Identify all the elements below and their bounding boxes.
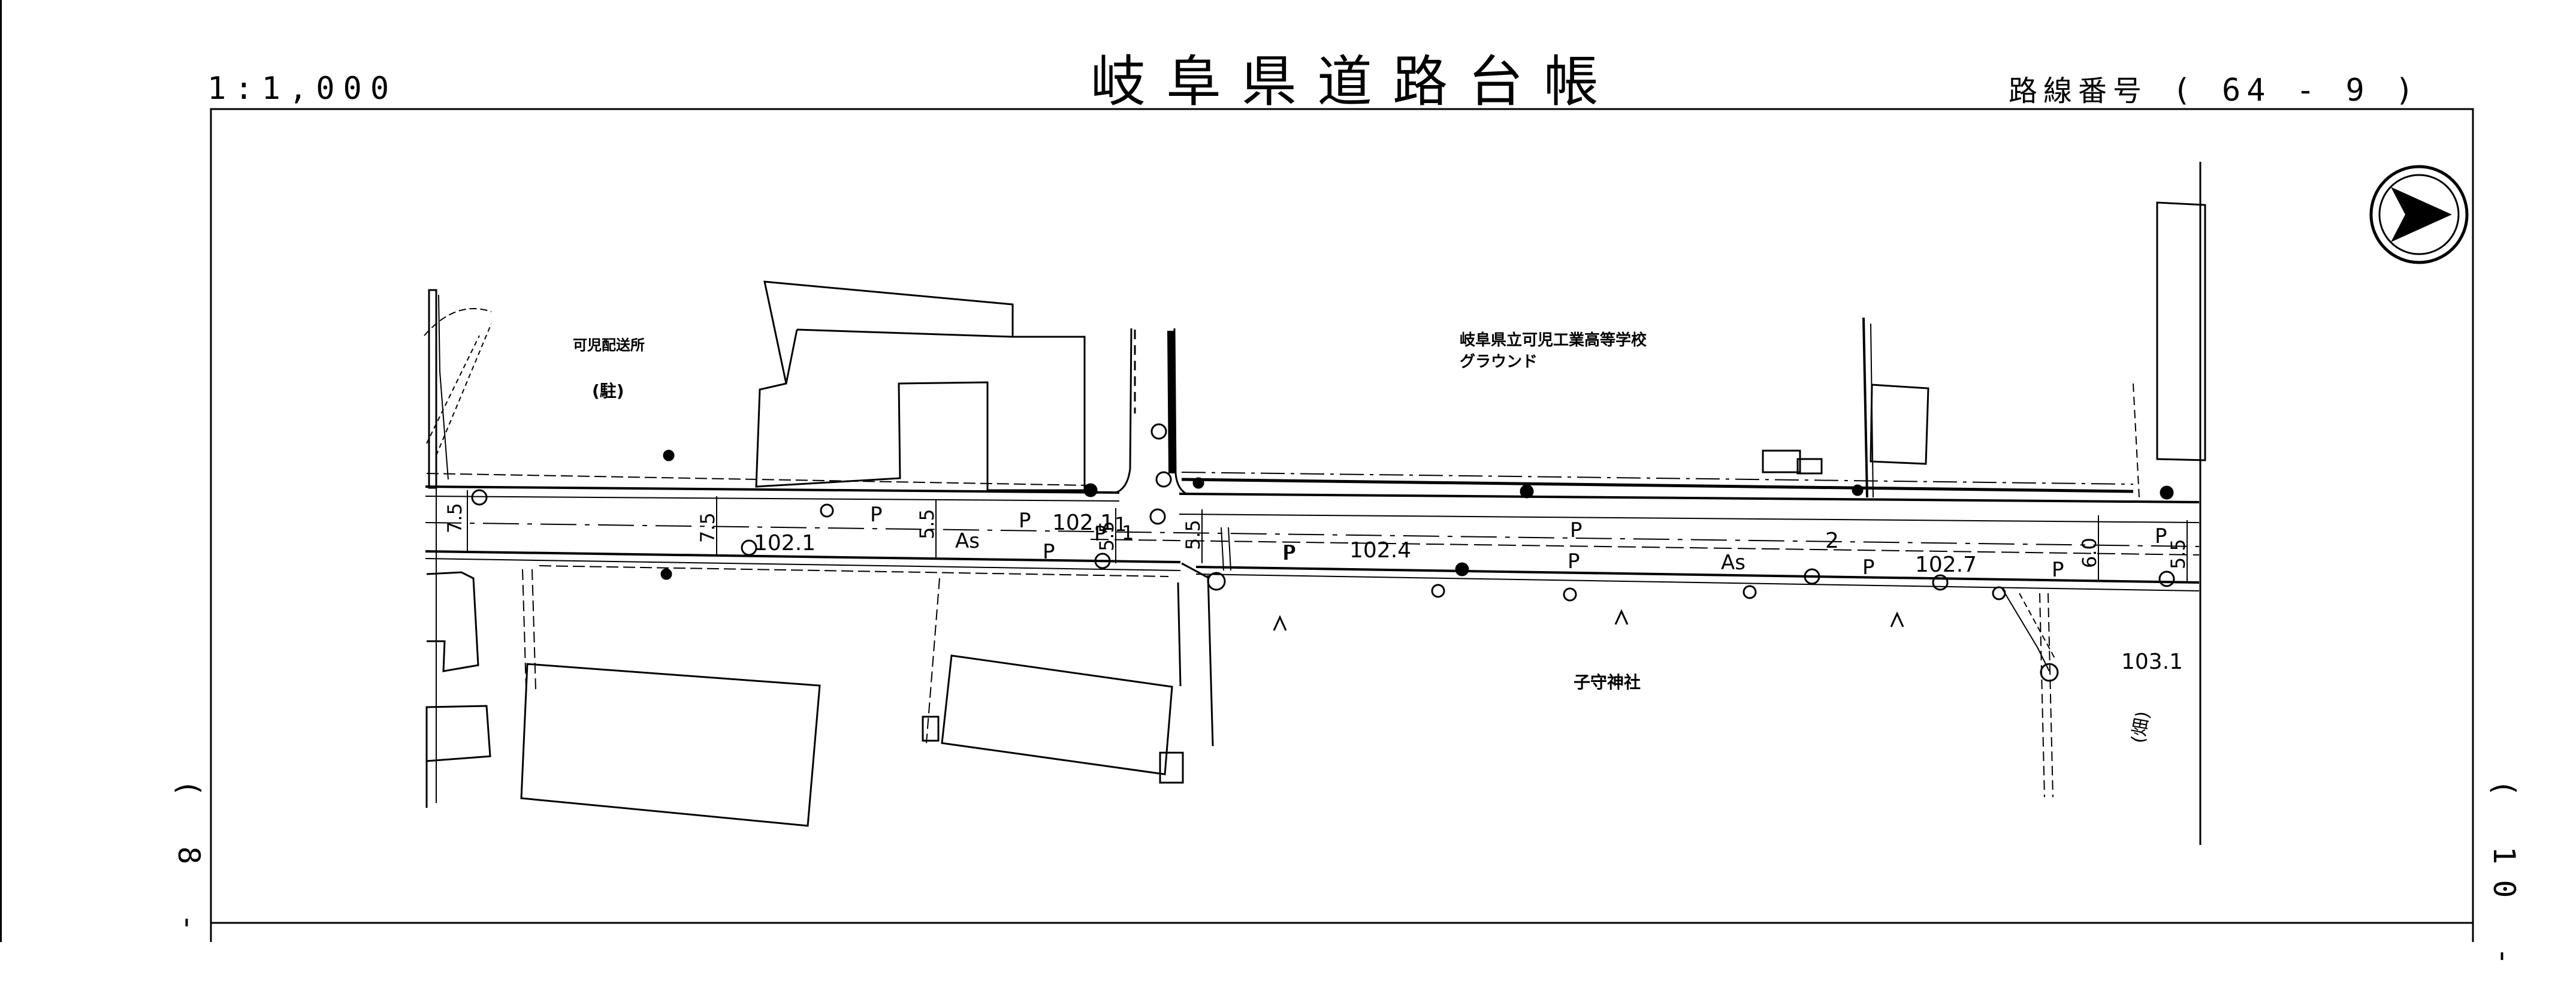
school-name-label: 岐阜県立可児工業高等学校 [1460, 331, 1647, 349]
field-label: (畑) [2128, 710, 2154, 745]
parking-owner-label: 可児配送所 [573, 337, 645, 354]
width-label: 5.5 [2167, 539, 2190, 569]
adjacent-sheet-left: ( 8 - [171, 779, 206, 947]
road-ledger-map[interactable]: 岐阜県立可児工業高等学校 グラウンド 可児配送所 (駐) 子守神社 (畑) 10… [0, 0, 2576, 942]
width-label: 5.5 [1095, 521, 1118, 551]
elevation-label: 102.4 [1349, 538, 1411, 563]
width-label: 5.5 [1182, 520, 1204, 550]
surface-mark: P [2155, 524, 2167, 548]
route-number-label: 路線番号 [2009, 74, 2148, 108]
elevation-label: 102.1 [754, 531, 816, 556]
map-scale: 1:1,000 [207, 71, 398, 107]
surface-mark: P [1282, 541, 1295, 565]
ground-label: グラウンド [1460, 353, 1538, 371]
elevation-label: 102.7 [1915, 553, 1977, 577]
width-label: 1 [1115, 513, 1127, 536]
parking-label: (駐) [592, 381, 624, 401]
elevation-label: 102.1 [1052, 511, 1114, 535]
route-number-value: ( 64 - 9 ) [2172, 73, 2420, 108]
shrine-label: 子守神社 [1574, 672, 1641, 692]
map-frame [210, 108, 2474, 942]
surface-mark: P [1019, 509, 1031, 533]
surface-mark: P [1284, 541, 1296, 565]
buildings [425, 162, 2206, 845]
width-label: 7.5 [443, 503, 466, 533]
surface-mark: P [1568, 550, 1580, 573]
surface-mark: P [1094, 522, 1107, 546]
width-label: 5.5 [916, 509, 938, 539]
width-label: 1 [1122, 521, 1134, 544]
road [425, 485, 2200, 591]
surface-mark: P [2052, 558, 2064, 582]
width-label: 2 [1825, 529, 1839, 553]
pavement-label: As [1721, 551, 1745, 575]
route-number: 路線番号 ( 64 - 9 ) [2009, 67, 2420, 109]
north-arrow-icon [2369, 165, 2469, 264]
side-road [1115, 328, 1231, 747]
surface-mark: P [870, 503, 883, 527]
elevation-label: 103.1 [2121, 650, 2183, 674]
width-label: 7.5 [696, 512, 719, 543]
width-dimensions [467, 490, 2188, 582]
page-title: 岐阜県道路台帳 [1091, 50, 1620, 114]
surface-mark: P [1043, 540, 1055, 564]
road-symbols [471, 423, 2175, 682]
tree-symbols [1273, 609, 1904, 631]
pavement-label: As [955, 529, 980, 553]
sheet-edge [0, 0, 2, 942]
width-label: 6.0 [2078, 538, 2101, 568]
boundary-lines [424, 294, 2140, 803]
surface-mark: P [1862, 556, 1875, 579]
surface-mark: P [1570, 518, 1583, 542]
